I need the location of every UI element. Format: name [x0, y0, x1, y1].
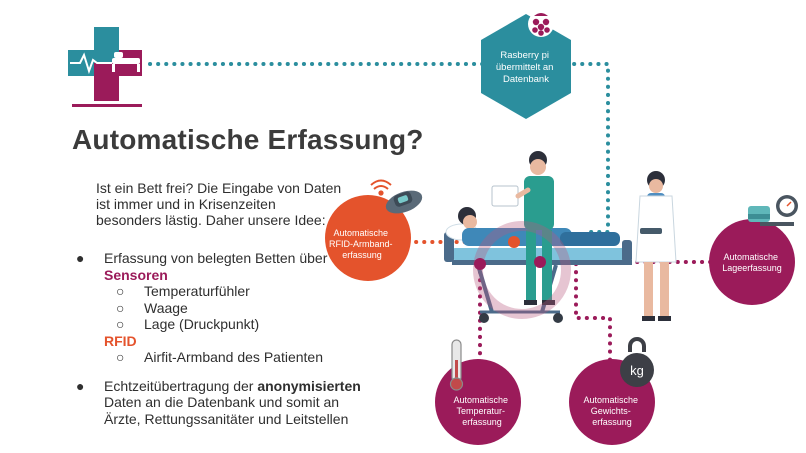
- rfid-label-line1: Automatische: [333, 228, 388, 238]
- sub-list-item-text: Waage: [144, 299, 188, 316]
- raspberry-node: Rasberry pi übermittelt an Datenbank: [481, 11, 571, 119]
- sub-bullet-icon: ○: [116, 349, 125, 365]
- kettlebell-icon: kg: [620, 337, 654, 387]
- sensoren-heading: Sensoren: [104, 266, 168, 283]
- focus-ring: [473, 221, 571, 319]
- lage-label-line1: Automatische: [723, 252, 778, 262]
- anonymisierten-emphasis: anonymisierten: [257, 377, 361, 394]
- temperatur-label-line3: erfassung: [462, 417, 502, 427]
- list-item-text: Echtzeitübertragung der anonymisierten: [104, 378, 361, 395]
- hospital-bed-logo: [68, 27, 142, 107]
- temperatur-sensor-dot: [474, 258, 486, 270]
- lage-node: Automatische Lageerfassung: [709, 195, 798, 305]
- intro-paragraph: Ist ein Bett frei? Die Eingabe von Daten…: [96, 180, 342, 228]
- sub-bullet-icon: ○: [116, 316, 125, 332]
- rfid-node: Automatische RFID-Armband- erfassung: [325, 179, 423, 281]
- sub-bullet-icon: ○: [116, 283, 125, 299]
- doctor-figure: [491, 151, 555, 305]
- connector-raspberry-to-bed: [564, 62, 610, 234]
- connector-gewicht: [574, 262, 612, 362]
- gewicht-label-line3: erfassung: [592, 417, 632, 427]
- lage-sensor-dot: [534, 256, 546, 268]
- intro-line: Ist ein Bett frei? Die Eingabe von Daten: [96, 180, 342, 196]
- list-item-text: Erfassung von belegten Betten über: [104, 250, 328, 266]
- sub-list-item-text: Lage (Druckpunkt): [144, 316, 260, 332]
- gewicht-label-line2: Gewichts-: [591, 406, 631, 416]
- svg-text:Automatische RFID-Armban: Automatische RFID-Armband- erfassung: [329, 228, 395, 260]
- gewicht-label-line1: Automatische: [583, 395, 638, 405]
- svg-text:Rasberry pi übermittelt: Rasberry pi übermittelt an Datenbank: [496, 50, 556, 85]
- sub-list-item-text: Airfit-Armband des Patienten: [144, 349, 323, 365]
- svg-text:Automatische Gewichts-: Automatische Gewichts- erfassung: [583, 395, 640, 427]
- rfid-heading: RFID: [104, 332, 137, 349]
- rfid-label-line3: erfassung: [342, 250, 382, 260]
- bullet-icon: ●: [76, 250, 85, 266]
- bullet-icon: ●: [76, 377, 85, 394]
- list-item-text-prefix: Echtzeitübertragung der: [104, 377, 258, 394]
- rfid-label-line2: RFID-Armband-: [329, 239, 393, 249]
- raspberry-pi-icon: [528, 11, 554, 37]
- raspberry-label-line3: Datenbank: [503, 74, 549, 85]
- sub-bullet-icon: ○: [116, 299, 125, 316]
- temperatur-label-line1: Automatische: [453, 395, 508, 405]
- svg-text:Automatische Temperatur-: Automatische Temperatur- erfassung: [453, 395, 510, 427]
- lage-label-line2: Lageerfassung: [722, 263, 782, 273]
- rfid-sensor-dot: [508, 236, 520, 248]
- heartbeat-line-icon: [70, 52, 112, 75]
- intro-line: besonders lästig. Daher unsere Idee:: [96, 212, 326, 228]
- intro-line: ist immer und in Krisenzeiten: [96, 196, 276, 212]
- temperatur-label-line2: Temperatur-: [456, 406, 505, 416]
- raspberry-label-line1: Rasberry pi: [500, 50, 549, 61]
- page-title: Automatische Erfassung?: [72, 124, 424, 155]
- sub-list-item-text: Temperaturfühler: [144, 283, 250, 299]
- kg-label: kg: [630, 363, 644, 378]
- svg-text:Automatische Lageerfassu: Automatische Lageerfassung: [722, 252, 782, 273]
- gewicht-node: kg Automatische Gewichts- erfassung: [569, 337, 655, 445]
- list-item-text: Daten an die Datenbank und somit an: [104, 394, 340, 410]
- wifi-icon: [370, 179, 392, 196]
- list-item-text: Ärzte, Rettungssanitäter und Leitstellen: [104, 410, 349, 427]
- thermometer-icon: [449, 339, 464, 391]
- nurse-figure: [635, 171, 677, 321]
- hospital-scene-illustration: [444, 151, 677, 323]
- wristband-icon: [385, 190, 423, 214]
- temperatur-node: Automatische Temperatur- erfassung: [435, 339, 521, 445]
- raspberry-label-line2: übermittelt an: [496, 62, 554, 73]
- bed-scale-icon: [748, 195, 798, 226]
